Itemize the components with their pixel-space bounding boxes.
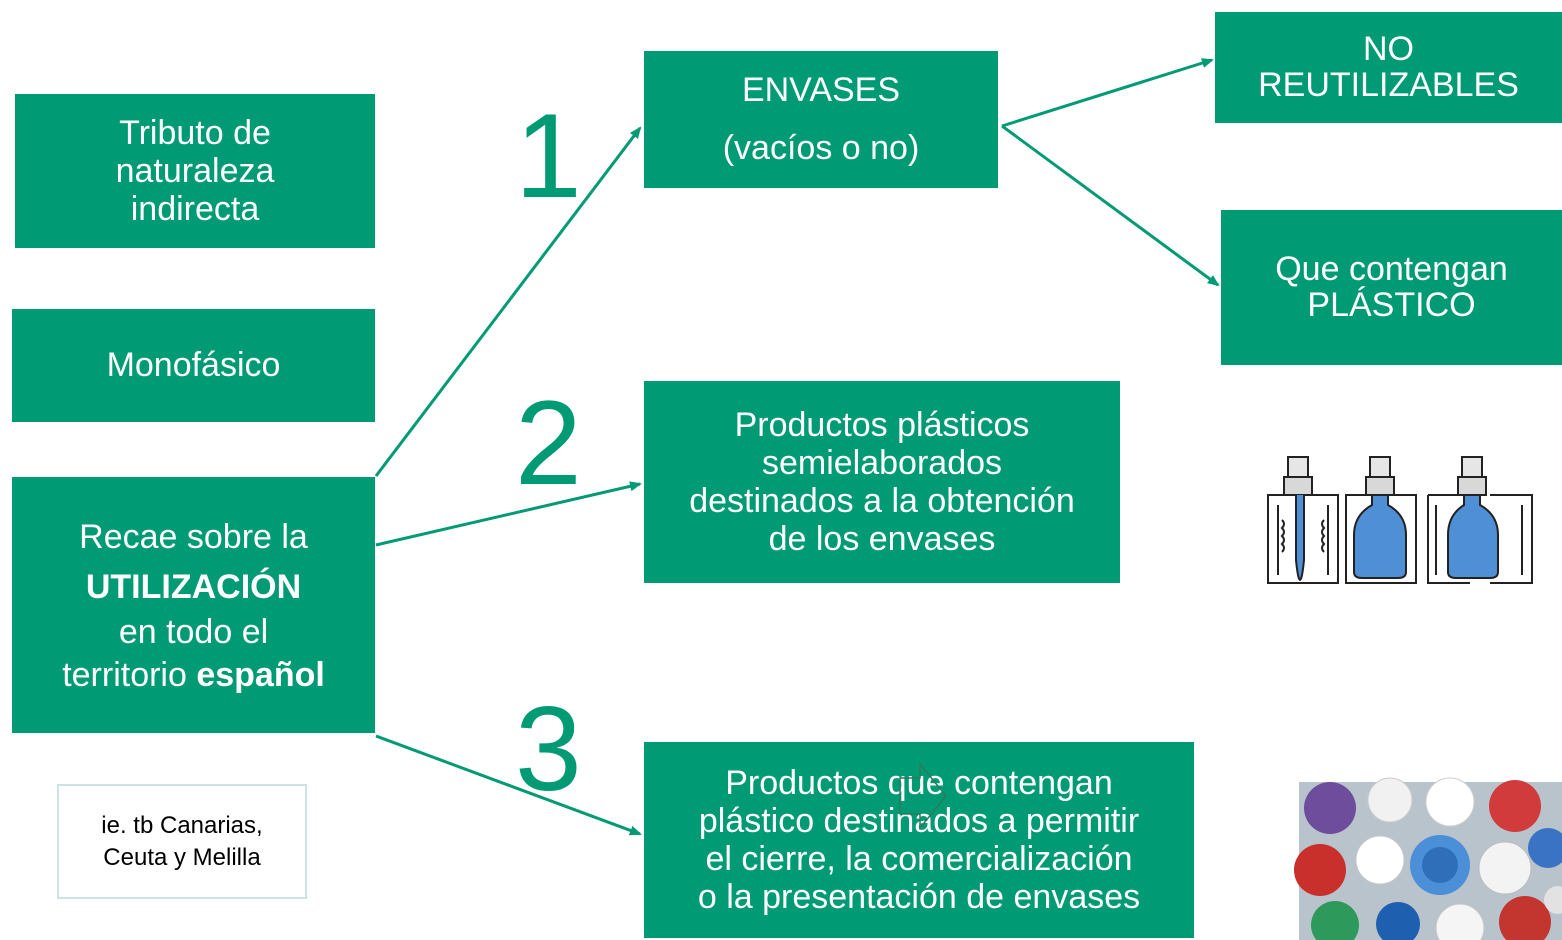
recae-line: en todo el bbox=[118, 612, 269, 651]
arrow-to-envases bbox=[374, 126, 642, 477]
note-box: ie. tb Canarias, Ceuta y Melilla bbox=[57, 784, 307, 899]
cierre-line: plástico destinados a permitir bbox=[698, 801, 1140, 840]
monofasico-box: Monofásico bbox=[12, 309, 375, 422]
no-reutilizables-line: REUTILIZABLES bbox=[1258, 65, 1519, 104]
recae-territorio: territorio bbox=[62, 655, 197, 694]
tributo-box: Tributo de naturaleza indirecta bbox=[15, 94, 375, 248]
recae-box: Recae sobre la UTILIZACIÓN en todo el te… bbox=[12, 477, 375, 733]
cierre-line: o la presentación de envases bbox=[697, 878, 1141, 917]
note-line: ie. tb Canarias, bbox=[101, 812, 263, 840]
tributo-line: naturaleza bbox=[115, 151, 275, 190]
semielaborados-line: semielaborados bbox=[761, 443, 1003, 482]
arrow-to-plastico bbox=[1001, 124, 1220, 287]
no-reutilizables-line: NO bbox=[1363, 29, 1414, 68]
envases-box: ENVASES (vacíos o no) bbox=[644, 51, 998, 188]
tributo-line: Tributo de bbox=[119, 113, 271, 152]
cierre-line: el cierre, la comercialización bbox=[705, 840, 1133, 878]
note-line: Ceuta y Melilla bbox=[103, 843, 261, 871]
number-1: 1 bbox=[515, 89, 582, 223]
number-2: 2 bbox=[515, 376, 582, 510]
tributo-line: indirecta bbox=[130, 190, 260, 229]
cierre-box: Productos que contengan plástico destina… bbox=[644, 742, 1194, 938]
recae-utilizacion: UTILIZACIÓN bbox=[85, 567, 302, 606]
arrow-to-cierre bbox=[375, 734, 642, 836]
cierre-line: Productos que contengan bbox=[725, 763, 1113, 802]
monofasico-label: Monofásico bbox=[106, 346, 281, 385]
semielaborados-line: destinados a la obtención bbox=[689, 482, 1075, 520]
recae-line: Recae sobre la bbox=[79, 518, 308, 557]
arrow-to-semielaborados bbox=[375, 481, 642, 547]
envases-subtitle: (vacíos o no) bbox=[722, 128, 920, 167]
semielaborados-line: de los envases bbox=[768, 520, 996, 559]
plastico-line: PLÁSTICO bbox=[1307, 285, 1476, 324]
plastico-line: Que contengan bbox=[1275, 249, 1508, 288]
semielaborados-box: Productos plásticos semielaborados desti… bbox=[644, 381, 1120, 583]
plastico-box: Que contengan PLÁSTICO bbox=[1221, 210, 1562, 365]
no-reutilizables-box: NO REUTILIZABLES bbox=[1215, 12, 1562, 123]
recae-espanol: español bbox=[196, 655, 325, 694]
arrow-to-no-reutilizables bbox=[1001, 58, 1214, 128]
recae-line: territorio español bbox=[62, 653, 325, 697]
number-3: 3 bbox=[515, 682, 582, 816]
semielaborados-line: Productos plásticos bbox=[734, 405, 1030, 444]
envases-title: ENVASES bbox=[741, 70, 901, 109]
